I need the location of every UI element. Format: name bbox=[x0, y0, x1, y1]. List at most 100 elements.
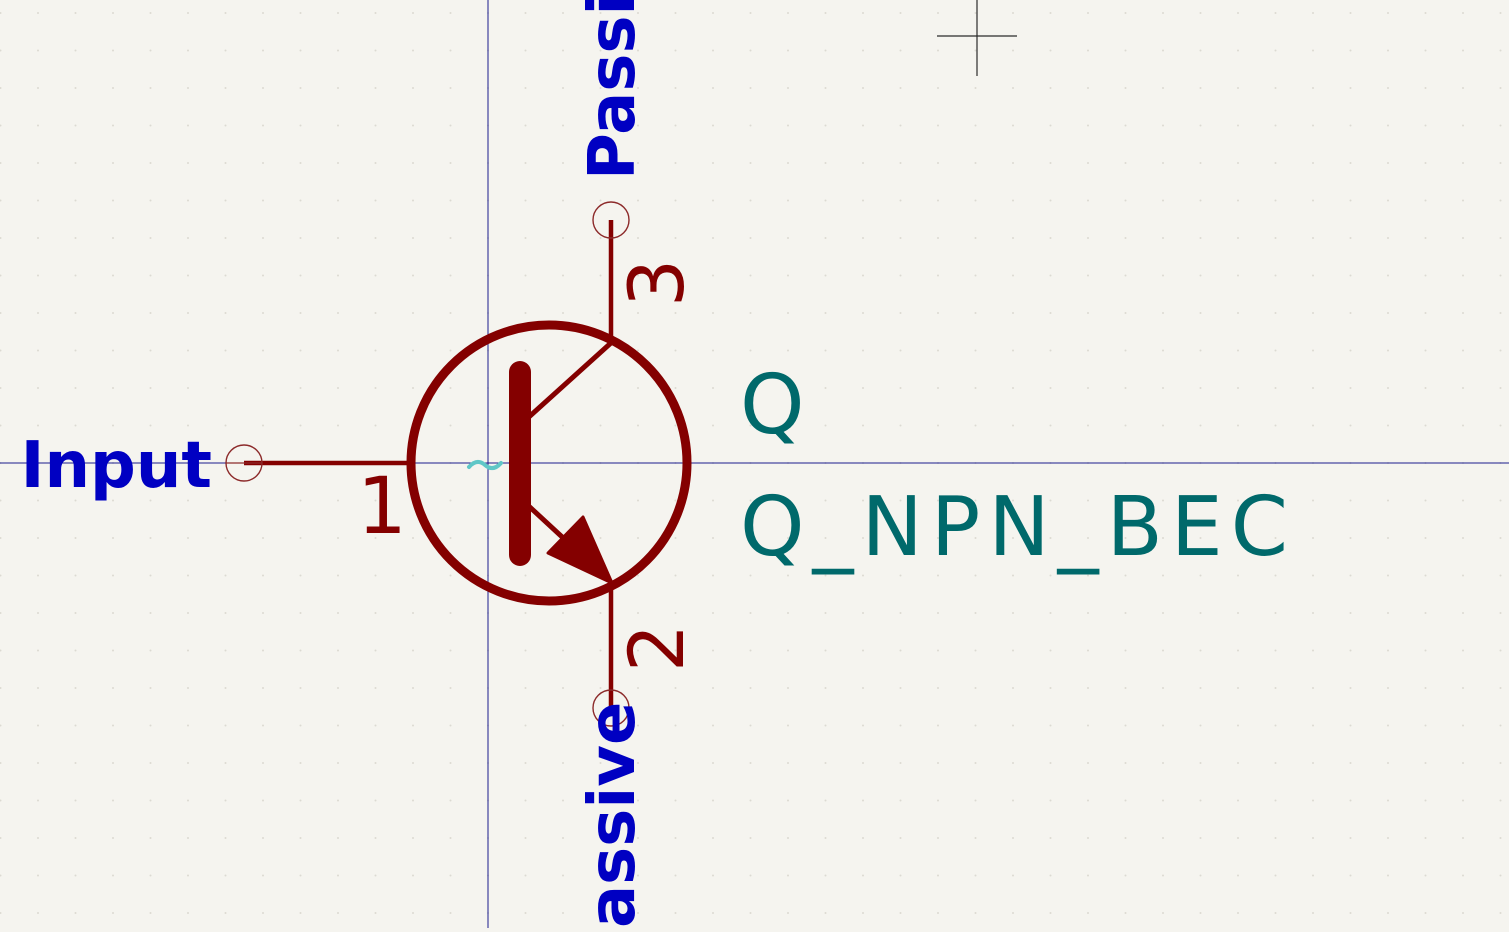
grid-dot bbox=[1012, 874, 1014, 877]
grid-dot bbox=[899, 349, 902, 352]
grid-dot bbox=[599, 387, 602, 389]
grid-dot bbox=[187, 124, 189, 127]
grid-dot bbox=[599, 12, 602, 14]
transistor-circle[interactable] bbox=[406, 320, 692, 606]
pin-3[interactable]: 3 Passi bbox=[576, 0, 701, 342]
grid-dot bbox=[112, 87, 114, 89]
grid-dot bbox=[224, 12, 227, 14]
grid-dot bbox=[974, 199, 977, 202]
grid-dot bbox=[1199, 274, 1202, 277]
grid-dot bbox=[524, 799, 527, 802]
grid-dot bbox=[37, 687, 39, 689]
grid-dot bbox=[37, 837, 39, 839]
grid-dot bbox=[337, 649, 339, 652]
reference-field[interactable]: Q bbox=[740, 358, 805, 453]
grid-dot bbox=[712, 274, 714, 277]
grid-dot bbox=[374, 724, 377, 727]
grid-dot bbox=[1462, 12, 1464, 14]
grid-dot bbox=[1012, 199, 1014, 202]
grid-dot bbox=[599, 724, 602, 727]
grid-dot bbox=[299, 87, 302, 89]
grid-dot bbox=[1274, 349, 1277, 352]
grid-dot bbox=[1499, 349, 1502, 352]
grid-dot bbox=[149, 762, 152, 764]
grid-dot bbox=[637, 612, 639, 614]
grid-dot bbox=[562, 162, 564, 164]
grid-dot bbox=[374, 49, 377, 52]
grid-dot bbox=[674, 124, 677, 127]
grid-dot bbox=[262, 312, 264, 314]
grid-dot bbox=[899, 649, 902, 652]
collector-line[interactable] bbox=[517, 339, 615, 428]
grid-dot bbox=[149, 499, 152, 502]
grid-dot bbox=[1312, 274, 1314, 277]
grid-dot bbox=[1387, 724, 1389, 727]
value-field[interactable]: Q_NPN_BEC bbox=[740, 480, 1296, 575]
grid-dot bbox=[74, 799, 77, 802]
grid-dot bbox=[262, 199, 264, 202]
grid-dot bbox=[1049, 687, 1052, 689]
grid-dot bbox=[1087, 162, 1089, 164]
grid-dot bbox=[1049, 649, 1052, 652]
alternate-pin-indicator-icon bbox=[467, 460, 503, 470]
grid-dot bbox=[1124, 12, 1127, 14]
grid-dot bbox=[37, 537, 39, 539]
grid-dot bbox=[599, 649, 602, 652]
grid-dot bbox=[862, 274, 864, 277]
grid-dot bbox=[1424, 874, 1427, 877]
grid-dot bbox=[862, 387, 864, 389]
grid-dot bbox=[787, 837, 789, 839]
grid-dot bbox=[1312, 912, 1314, 914]
grid-dot bbox=[674, 387, 677, 389]
grid-dot bbox=[224, 124, 227, 127]
grid-dot bbox=[74, 724, 77, 727]
grid-dot bbox=[824, 49, 827, 52]
pin-1-type-label: Input bbox=[21, 429, 212, 503]
transistor-body[interactable] bbox=[406, 320, 692, 606]
grid-dot bbox=[337, 274, 339, 277]
grid-dot bbox=[599, 162, 602, 164]
grid-dot bbox=[0, 724, 2, 727]
grid-dot bbox=[187, 424, 189, 427]
grid-dot bbox=[562, 424, 564, 427]
grid-dot bbox=[1462, 199, 1464, 202]
grid-dot bbox=[1349, 574, 1352, 577]
grid-dot bbox=[824, 312, 827, 314]
grid-dot bbox=[524, 87, 527, 89]
grid-dot bbox=[37, 124, 39, 127]
grid-dot bbox=[1049, 837, 1052, 839]
grid-dot bbox=[1049, 237, 1052, 239]
grid-dot bbox=[1237, 162, 1239, 164]
grid-dot bbox=[824, 424, 827, 427]
grid-dot bbox=[937, 837, 939, 839]
grid-dot bbox=[1199, 724, 1202, 727]
pin-1[interactable]: 1 Input bbox=[21, 429, 503, 552]
grid-dot bbox=[1499, 499, 1502, 502]
grid-dot bbox=[899, 537, 902, 539]
grid-dot bbox=[412, 649, 414, 652]
grid-dot bbox=[637, 387, 639, 389]
pin-2[interactable]: 2 assive bbox=[576, 583, 701, 928]
grid-dot bbox=[1012, 387, 1014, 389]
grid-dot bbox=[674, 162, 677, 164]
grid-dot bbox=[187, 199, 189, 202]
grid-dot bbox=[787, 687, 789, 689]
grid-dot bbox=[224, 799, 227, 802]
grid-dot bbox=[0, 237, 2, 239]
grid-dot bbox=[262, 612, 264, 614]
grid-dot bbox=[187, 87, 189, 89]
grid-dot bbox=[224, 687, 227, 689]
grid-dot bbox=[1387, 912, 1389, 914]
grid-dot bbox=[74, 349, 77, 352]
grid-dot bbox=[1387, 349, 1389, 352]
grid-dot bbox=[187, 499, 189, 502]
grid-dot bbox=[1087, 237, 1089, 239]
grid-dot bbox=[899, 274, 902, 277]
grid-dot bbox=[299, 424, 302, 427]
grid-dot bbox=[1087, 612, 1089, 614]
grid-dot bbox=[1237, 537, 1239, 539]
grid-dot bbox=[1312, 724, 1314, 727]
grid-dot bbox=[1387, 537, 1389, 539]
